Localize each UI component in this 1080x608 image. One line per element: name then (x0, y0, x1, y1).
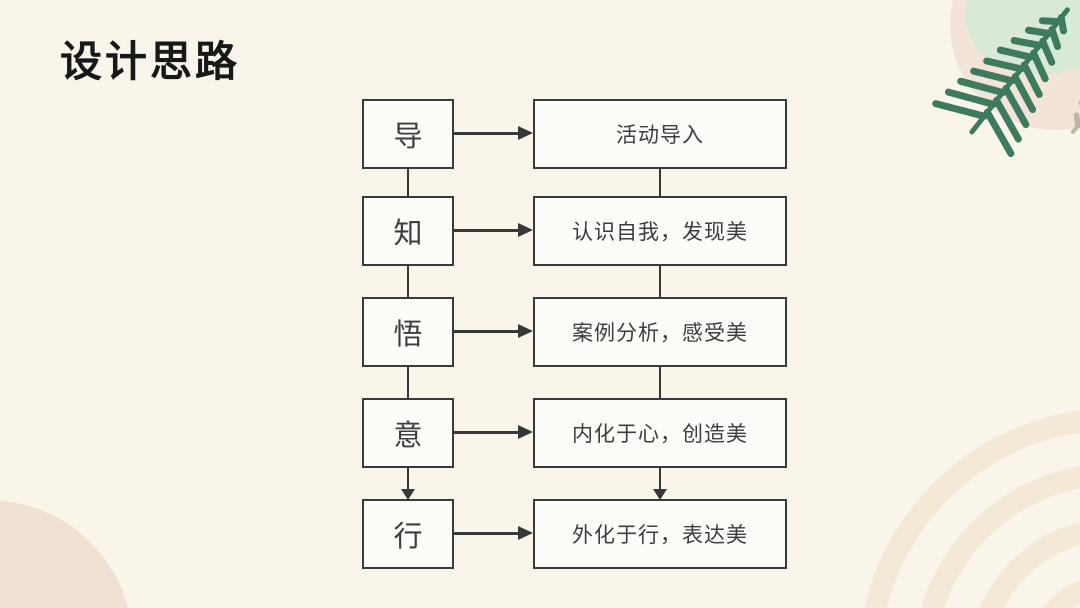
detail-label: 外化于行，表达美 (572, 523, 748, 547)
stage-box: 行 (362, 499, 454, 569)
stage-label: 意 (393, 418, 423, 452)
arrow-line (454, 431, 520, 434)
stage-label: 悟 (393, 317, 423, 351)
stage-label: 导 (393, 119, 423, 153)
stage-box: 意 (362, 398, 454, 468)
connector-line (659, 266, 661, 297)
detail-box: 案例分析，感受美 (533, 297, 787, 367)
arrow-head (518, 223, 533, 237)
connector-line (659, 367, 661, 398)
connector-line (407, 367, 409, 398)
arrow-down-icon (401, 489, 415, 500)
detail-box: 外化于行，表达美 (533, 499, 787, 569)
arrow-head (518, 324, 533, 338)
palm-leaf-dark-icon (932, 7, 1070, 158)
detail-box: 认识自我，发现美 (533, 196, 787, 266)
arrow-right-icon (454, 297, 533, 367)
palm-leaf-light-icon (1070, 15, 1080, 134)
decor-arc (858, 408, 1080, 608)
arrow-head (518, 425, 533, 439)
arrow-right-icon (454, 196, 533, 266)
arrow-right-icon (454, 499, 533, 569)
detail-label: 案例分析，感受美 (572, 321, 748, 345)
flow-row: 意 内化于心，创造美 (362, 398, 787, 468)
decor-circle-bottom-left (0, 500, 133, 608)
stage-box: 悟 (362, 297, 454, 367)
detail-label: 内化于心，创造美 (572, 422, 748, 446)
stage-label: 行 (393, 519, 423, 553)
flow-row: 知 认识自我，发现美 (362, 196, 787, 266)
arrow-head (518, 126, 533, 140)
arrow-line (454, 330, 520, 333)
arrow-line (454, 229, 520, 232)
stage-box: 知 (362, 196, 454, 266)
palm-leaf-icon (932, 0, 1080, 158)
detail-label: 活动导入 (616, 123, 704, 147)
connector-line (659, 169, 661, 196)
arrow-right-icon (454, 398, 533, 468)
detail-label: 认识自我，发现美 (572, 220, 748, 244)
connector-line (407, 169, 409, 196)
arrow-line (454, 532, 520, 535)
stage-box: 导 (362, 99, 454, 169)
connector-line (407, 266, 409, 297)
detail-box: 内化于心，创造美 (533, 398, 787, 468)
flow-row: 行 外化于行，表达美 (362, 499, 787, 569)
arrow-line (454, 132, 520, 135)
stage-label: 知 (393, 216, 423, 250)
connector-line (659, 468, 661, 490)
slide-title: 设计思路 (60, 37, 241, 86)
flowchart: 导 活动导入 知 认识自我，发现美 悟 (362, 99, 787, 569)
connector-line (407, 468, 409, 490)
flow-row: 导 活动导入 (362, 99, 787, 169)
arrow-head (518, 526, 533, 540)
detail-box: 活动导入 (533, 99, 787, 169)
arrow-down-icon (653, 489, 667, 500)
flow-row: 悟 案例分析，感受美 (362, 297, 787, 367)
arrow-right-icon (454, 99, 533, 169)
